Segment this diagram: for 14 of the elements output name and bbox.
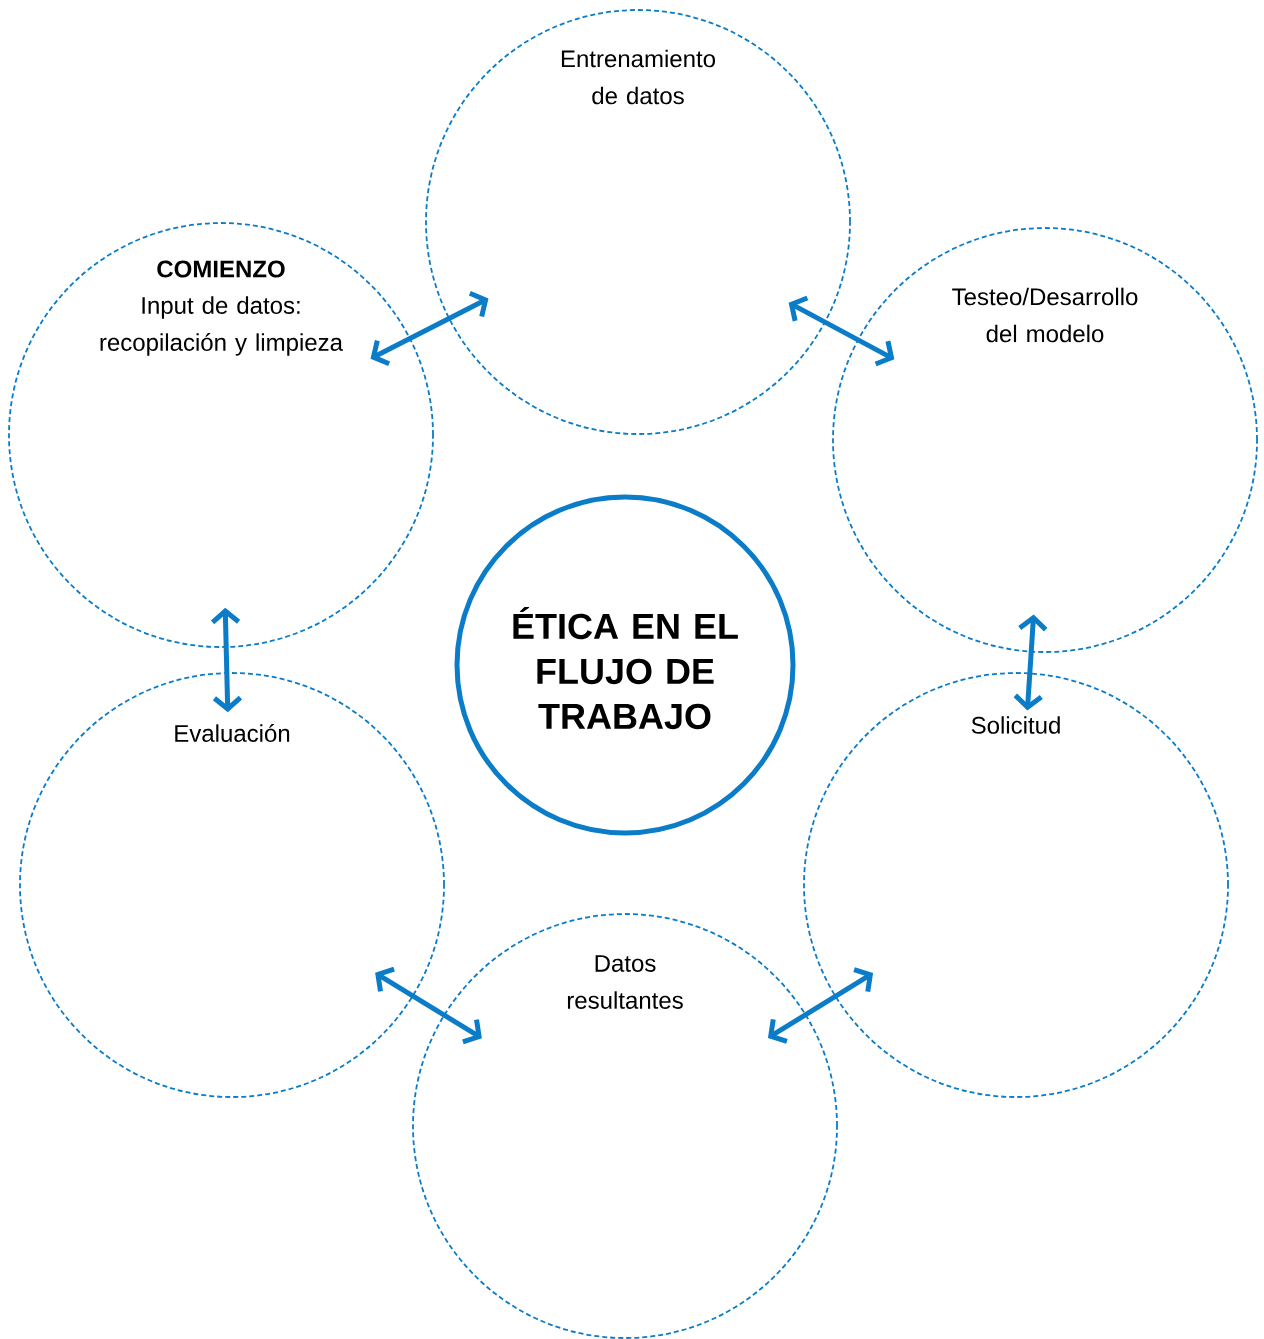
stage-heading: COMIENZO xyxy=(157,260,285,278)
stage-label: Datos resultantes xyxy=(567,955,683,1009)
double-arrow xyxy=(1013,614,1048,711)
stage-label: Evaluación xyxy=(175,724,290,742)
center-title: ÉTICA EN EL FLUJO DE TRABAJO xyxy=(513,606,738,730)
double-arrow xyxy=(210,607,243,713)
double-arrow xyxy=(788,295,895,367)
double-arrow xyxy=(767,967,874,1044)
stage-label: Entrenamiento de datos xyxy=(561,49,716,105)
double-arrow xyxy=(370,291,489,366)
stage-label: Testeo/Desarrollo del modelo xyxy=(952,287,1138,343)
stage-label: Solicitud xyxy=(971,716,1060,734)
double-arrow xyxy=(375,966,482,1045)
stage-label: Input de datos: recopilación y limpieza xyxy=(100,296,343,356)
